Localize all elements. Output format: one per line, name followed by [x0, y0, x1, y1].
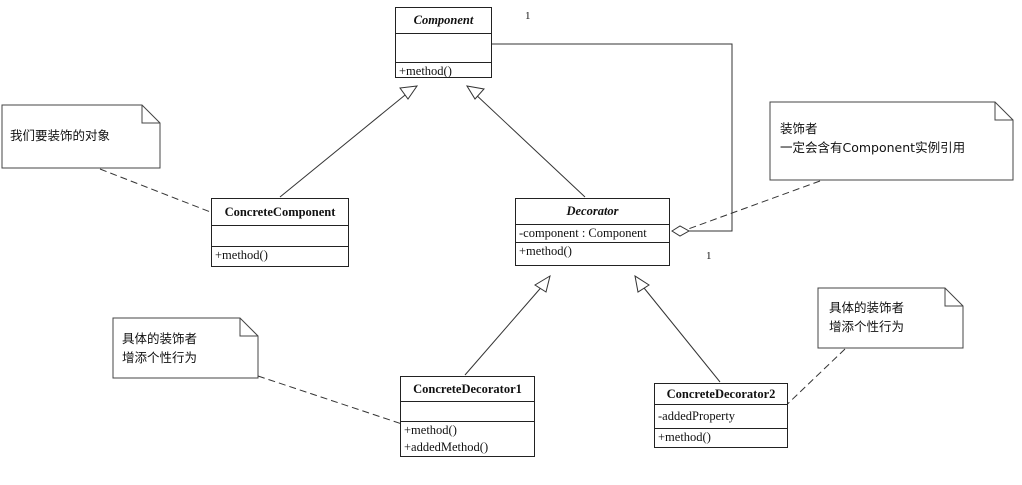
inherit-arrow-decorator [465, 85, 485, 100]
class-concrete-decorator2-attribute: -addedProperty [658, 409, 736, 423]
class-component-attributes [396, 34, 491, 63]
inherit-arrow-concrete-component [399, 85, 419, 100]
inherit-arrow-concrete-decorator2 [634, 274, 650, 293]
inherit-line-decorator [472, 91, 586, 198]
class-component: Component +method() [395, 7, 492, 78]
note-decorator-line2: 一定会含有Component实例引用 [780, 140, 966, 155]
note-concrete-decorator1: 具体的装饰者 增添个性行为 [122, 329, 197, 367]
class-concrete-decorator1-attributes [401, 402, 534, 422]
class-concrete-component-attributes [212, 226, 348, 247]
anchor-decorator-note [679, 180, 821, 233]
class-concrete-component-operations: +method() [212, 247, 348, 264]
inherit-line-concrete-decorator2 [639, 282, 721, 383]
anchor-decorated-object [99, 168, 214, 214]
multiplicity-bottom: 1 [706, 250, 712, 262]
class-concrete-component-name: ConcreteComponent [212, 199, 348, 226]
note-shape-concrete-decorator2 [817, 287, 964, 349]
class-decorator: Decorator -component : Component +method… [515, 198, 670, 266]
aggregation-diamond [671, 225, 691, 237]
note-shape-decorator [769, 101, 1014, 181]
inherit-arrow-concrete-decorator1 [534, 274, 551, 293]
note-decorator: 装饰者 一定会含有Component实例引用 [780, 119, 965, 157]
class-concrete-decorator2: ConcreteDecorator2 -addedProperty +metho… [654, 383, 788, 448]
inherit-line-concrete-component [279, 90, 411, 198]
aggregation-line [492, 43, 733, 232]
note-concrete-decorator2-line2: 增添个性行为 [829, 319, 905, 334]
note-shape-concrete-decorator1 [112, 317, 259, 379]
note-concrete-decorator1-line2: 增添个性行为 [122, 350, 198, 365]
class-decorator-attribute: -component : Component [519, 226, 647, 240]
class-concrete-decorator1-added-method: +addedMethod() [404, 440, 489, 454]
note-decorated-object: 我们要装饰的对象 [10, 128, 111, 143]
class-concrete-decorator1-name: ConcreteDecorator1 [401, 377, 534, 402]
class-concrete-decorator2-method: +method() [658, 430, 711, 444]
class-concrete-decorator2-operations: +method() [655, 429, 787, 446]
class-concrete-decorator1-method: +method() [404, 423, 457, 437]
class-component-name: Component [396, 8, 491, 34]
class-concrete-component: ConcreteComponent +method() [211, 198, 349, 267]
note-concrete-decorator2: 具体的装饰者 增添个性行为 [829, 298, 904, 336]
note-concrete-decorator2-line1: 具体的装饰者 [829, 300, 905, 315]
note-concrete-decorator1-line1: 具体的装饰者 [122, 331, 198, 346]
multiplicity-top: 1 [525, 10, 531, 22]
class-decorator-name: Decorator [516, 199, 669, 225]
class-concrete-decorator1: ConcreteDecorator1 +method() +addedMetho… [400, 376, 535, 457]
class-decorator-operations: +method() [516, 243, 669, 260]
class-concrete-component-method: +method() [215, 248, 268, 262]
class-concrete-decorator2-attributes: -addedProperty [655, 405, 787, 429]
class-concrete-decorator1-operations: +method() +addedMethod() [401, 422, 534, 456]
class-decorator-attributes: -component : Component [516, 225, 669, 243]
anchor-concrete-decorator1-note [257, 375, 406, 426]
inherit-line-concrete-decorator1 [464, 282, 546, 376]
class-concrete-decorator2-name: ConcreteDecorator2 [655, 384, 787, 405]
note-shape-decorated-object [1, 104, 161, 169]
note-decorator-line1: 装饰者 [780, 121, 818, 136]
class-component-method: +method() [399, 64, 452, 78]
anchor-concrete-decorator2-note [776, 348, 846, 415]
class-component-operations: +method() [396, 63, 491, 80]
class-decorator-method: +method() [519, 244, 572, 258]
